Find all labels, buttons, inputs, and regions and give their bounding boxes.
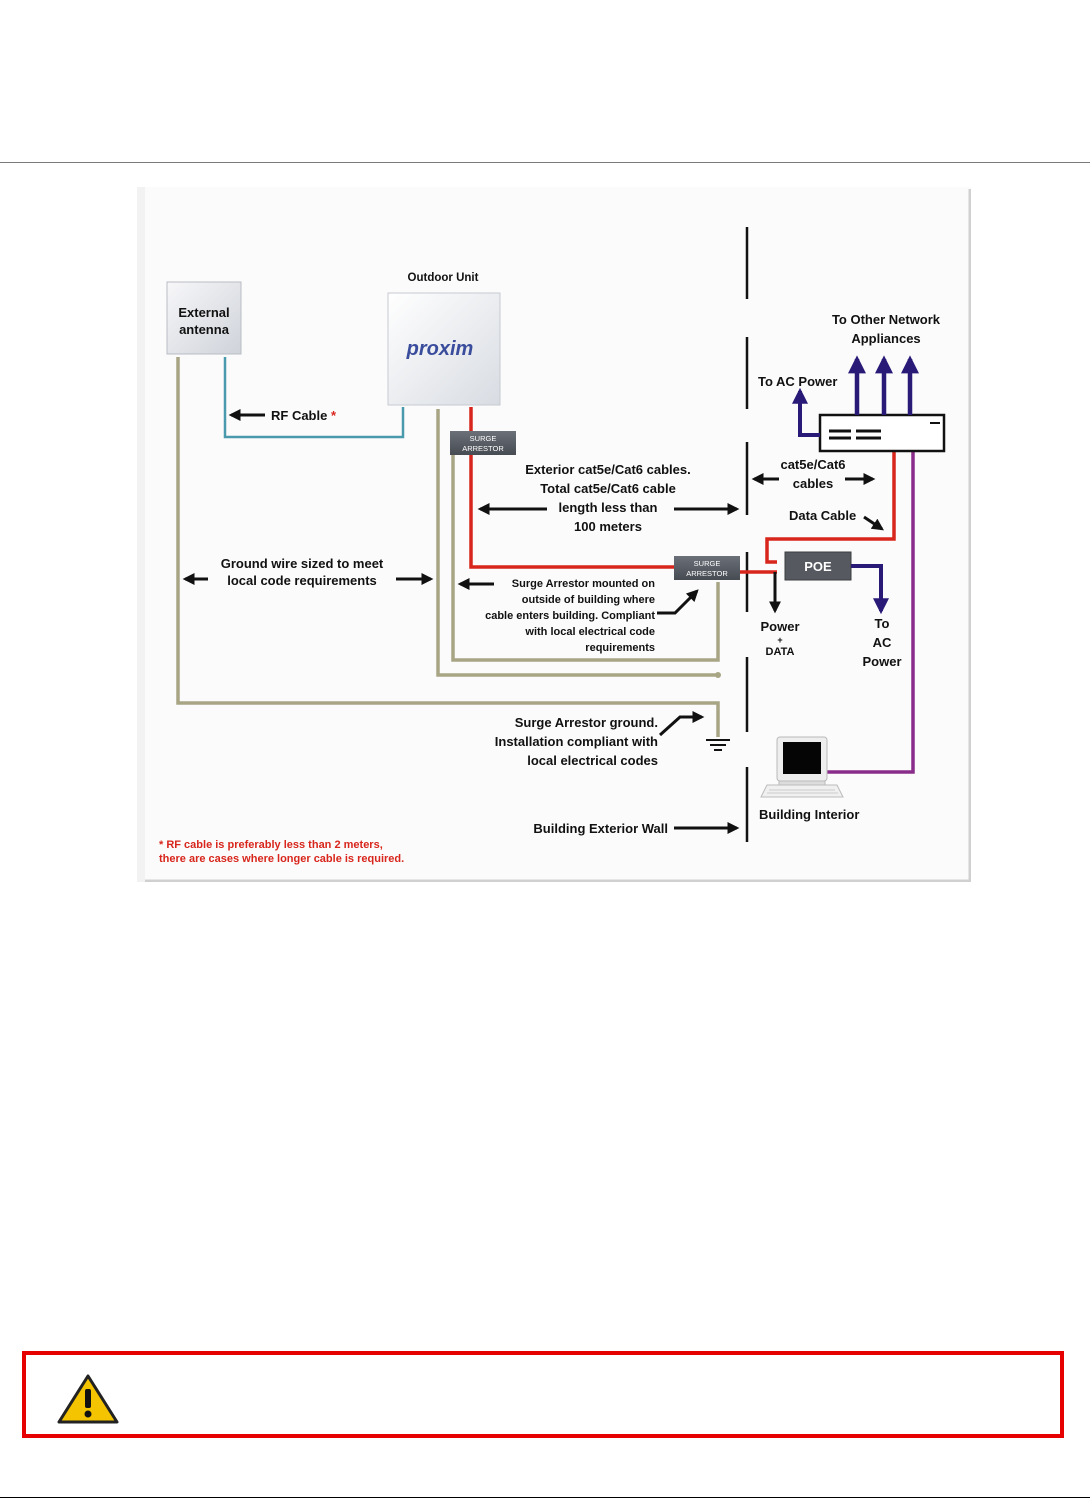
installation-diagram: External antenna Outdoor Unit proxim RF … (137, 187, 971, 882)
svg-text:+: + (777, 635, 782, 645)
surge-ground-pointer-arrow (658, 711, 705, 737)
svg-text:* RF cable is preferably less: * RF cable is preferably less than 2 met… (159, 839, 383, 851)
ground-wire-note: Ground wire sized to meet local code req… (221, 556, 384, 588)
proxim-logo: proxim (406, 338, 474, 360)
svg-text:local code requirements: local code requirements (227, 573, 377, 588)
network-switch (818, 413, 946, 453)
svg-text:Power: Power (760, 619, 799, 634)
svg-text:cable enters building. Complia: cable enters building. Compliant (485, 610, 655, 622)
poe-to-ac-power-label: To AC Power (862, 616, 901, 669)
svg-text:SURGE: SURGE (470, 434, 497, 443)
data-cable-label: Data Cable (789, 508, 856, 523)
svg-text:DATA: DATA (766, 646, 795, 658)
warning-triangle-icon (56, 1373, 120, 1425)
warning-box (22, 1351, 1064, 1438)
rf-cable-footnote: * RF cable is preferably less than 2 met… (159, 839, 404, 865)
figure-background (137, 187, 971, 882)
computer-icon (760, 736, 844, 798)
surge-arrestor-outdoor: SURGE ARRESTOR (450, 431, 516, 455)
outdoor-unit-label: Outdoor Unit (408, 272, 479, 284)
svg-text:local electrical codes: local electrical codes (527, 753, 658, 768)
surge-mount-pointer-arrow (657, 589, 699, 615)
svg-text:To Other Network: To Other Network (832, 312, 941, 327)
ac-power-top-arrow (792, 387, 820, 437)
poe-injector: POE (784, 551, 852, 581)
poe-ac-power-arrow (851, 564, 889, 615)
building-interior-label: Building Interior (759, 807, 859, 822)
page-header-rule (0, 162, 1090, 163)
svg-text:Ground wire sized to meet: Ground wire sized to meet (221, 556, 384, 571)
surge-mount-note: Surge Arrestor mounted on outside of bui… (485, 578, 655, 654)
rf-cable (223, 357, 405, 439)
svg-text:Surge Arrestor mounted on: Surge Arrestor mounted on (512, 578, 655, 590)
svg-text:there are cases where longer c: there are cases where longer cable is re… (159, 853, 404, 865)
svg-text:ARRESTOR: ARRESTOR (686, 569, 728, 578)
svg-text:length less than: length less than (559, 500, 658, 515)
svg-text:cat5e/Cat6: cat5e/Cat6 (780, 457, 845, 472)
surge-ground-note: Surge Arrestor ground. Installation comp… (495, 715, 658, 768)
svg-text:requirements: requirements (585, 642, 655, 654)
power-data-label: Power + DATA (760, 619, 799, 658)
svg-text:Total cat5e/Cat6 cable: Total cat5e/Cat6 cable (540, 481, 676, 496)
external-antenna: External antenna (166, 281, 242, 355)
external-antenna-label-line1: External (178, 305, 229, 320)
outdoor-unit: proxim (387, 292, 501, 406)
svg-text:with local electrical code: with local electrical code (524, 626, 655, 638)
rf-cable-label: RF Cable * (271, 408, 337, 423)
page-footer-rule (0, 1497, 1090, 1498)
svg-text:Surge Arrestor ground.: Surge Arrestor ground. (515, 715, 658, 730)
interior-data-cable (765, 449, 896, 564)
to-other-network-label: To Other Network Appliances (832, 312, 941, 346)
ground-wires (176, 357, 720, 737)
svg-text:To: To (875, 616, 890, 631)
svg-text:Power: Power (862, 654, 901, 669)
building-exterior-wall-label: Building Exterior Wall (533, 821, 668, 836)
exterior-cables-note: Exterior cat5e/Cat6 cables. Total cat5e/… (525, 462, 690, 534)
svg-text:cables: cables (793, 476, 833, 491)
interior-cables-note: cat5e/Cat6 cables (780, 457, 845, 491)
ground-symbol (706, 739, 730, 751)
svg-text:POE: POE (804, 559, 832, 574)
svg-text:outside of building where: outside of building where (522, 594, 655, 606)
to-ac-power-top-label: To AC Power (758, 374, 837, 389)
svg-text:Exterior cat5e/Cat6 cables.: Exterior cat5e/Cat6 cables. (525, 462, 690, 477)
svg-text:ARRESTOR: ARRESTOR (462, 444, 504, 453)
svg-text:Installation compliant with: Installation compliant with (495, 734, 658, 749)
svg-text:100 meters: 100 meters (574, 519, 642, 534)
surge-arrestor-wall: SURGE ARRESTOR (674, 556, 740, 580)
svg-text:Appliances: Appliances (851, 331, 920, 346)
svg-text:AC: AC (873, 635, 892, 650)
data-cable-arrow (863, 515, 884, 531)
svg-text:SURGE: SURGE (694, 559, 721, 568)
external-antenna-label-line2: antenna (179, 322, 230, 337)
exterior-ethernet-cable (469, 407, 677, 569)
pc-data-cable (825, 449, 915, 774)
network-appliance-arrows (848, 355, 919, 415)
